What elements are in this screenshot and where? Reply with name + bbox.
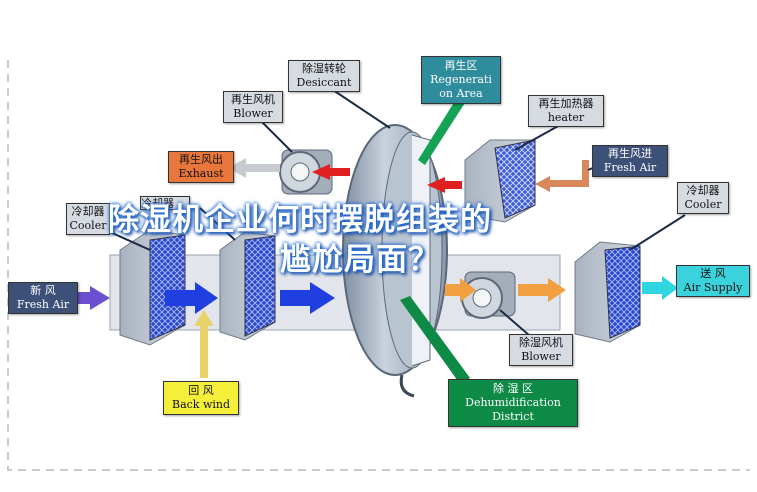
air-supply-arrow <box>642 276 678 300</box>
regen-flow-arrow-1 <box>312 164 350 180</box>
headline-line-2: 尴尬局面？ <box>280 242 440 278</box>
regen-fresh-air-arrow <box>535 160 589 192</box>
back-wind-arrow <box>194 310 214 378</box>
headline-line-1: 除湿机企业何时摆脱组装的 <box>108 202 492 238</box>
process-flow-arrow-2 <box>280 282 335 314</box>
regen-flow-arrow-2 <box>427 177 462 193</box>
filter-unit-middle <box>219 231 276 341</box>
headline-overlay: 除湿机企业何时摆脱组装的 尴尬局面？ <box>108 200 668 280</box>
label-cooler-partial: 冷却器 <box>140 196 190 210</box>
dehum-area-pointer <box>400 296 470 384</box>
frame-dashed-line <box>7 60 750 471</box>
rotation-indicator <box>399 374 415 398</box>
fresh-air-arrow <box>70 286 110 310</box>
regen-area-pointer <box>418 88 470 165</box>
callout-lines <box>109 87 686 337</box>
exhaust-arrow <box>228 158 280 178</box>
process-flow-arrow-1 <box>165 282 218 314</box>
cooler-unit-right <box>574 241 641 343</box>
supply-flow-arrow-1 <box>518 278 566 302</box>
cooler-unit-left <box>119 229 186 346</box>
heater-unit <box>464 139 536 223</box>
dry-air-arrow <box>445 278 476 302</box>
